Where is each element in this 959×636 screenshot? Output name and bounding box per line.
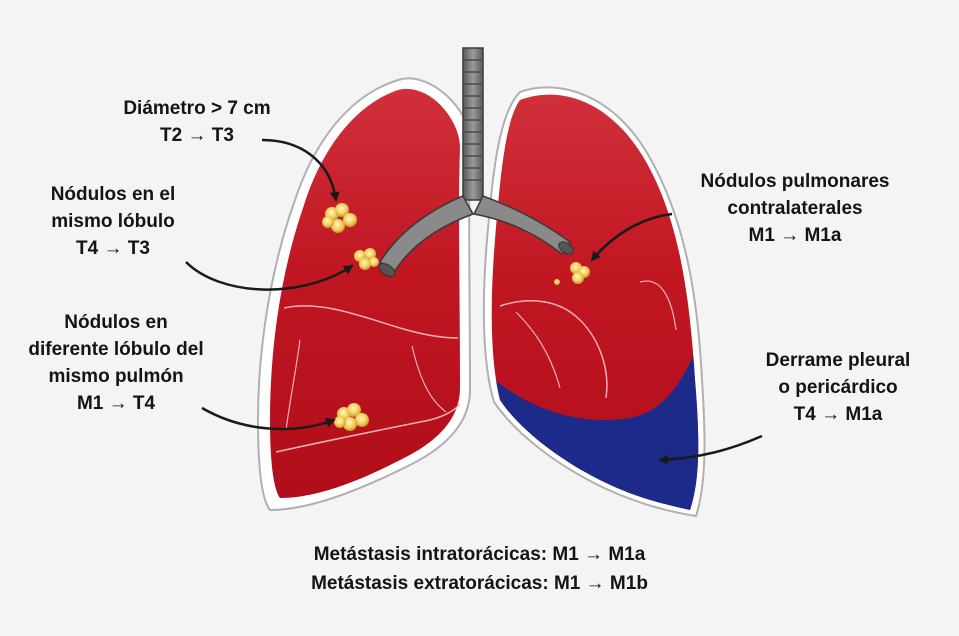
label-mismo-lobulo-line1: Nódulos en el [28, 181, 198, 208]
label-diferente-lobulo-line3: mismo pulmón [6, 363, 226, 390]
label-mismo-lobulo-line2: mismo lóbulo [28, 208, 198, 235]
label-contralaterales: Nódulos pulmonares contralaterales M1 → … [680, 168, 910, 249]
label-derrame-line1: Derrame pleural [748, 347, 928, 374]
label-derrame-line3: T4 → M1a [748, 401, 928, 428]
label-diferente-lobulo-line4: M1 → T4 [6, 390, 226, 417]
label-mismo-lobulo-line3: T4 → T3 [28, 235, 198, 262]
label-diferente-lobulo: Nódulos en diferente lóbulo del mismo pu… [6, 309, 226, 417]
label-diametro-line1: Diámetro > 7 cm [102, 95, 292, 122]
label-contralaterales-line1: Nódulos pulmonares [680, 168, 910, 195]
footer-line-extratoracicas: Metástasis extratorácicas: M1 → M1b [0, 569, 959, 598]
left-lung [270, 89, 460, 498]
footer-metastasis: Metástasis intratorácicas: M1 → M1a Metá… [0, 540, 959, 598]
label-diferente-lobulo-line2: diferente lóbulo del [6, 336, 226, 363]
label-derrame: Derrame pleural o pericárdico T4 → M1a [748, 347, 928, 428]
label-diametro-line2: T2 → T3 [102, 122, 292, 149]
label-diametro: Diámetro > 7 cm T2 → T3 [102, 95, 292, 149]
label-contralaterales-line2: contralaterales [680, 195, 910, 222]
trachea [463, 48, 483, 200]
label-diferente-lobulo-line1: Nódulos en [6, 309, 226, 336]
label-contralaterales-line3: M1 → M1a [680, 222, 910, 249]
footer-line-intratoracicas: Metástasis intratorácicas: M1 → M1a [0, 540, 959, 569]
label-mismo-lobulo: Nódulos en el mismo lóbulo T4 → T3 [28, 181, 198, 262]
label-derrame-line2: o pericárdico [748, 374, 928, 401]
